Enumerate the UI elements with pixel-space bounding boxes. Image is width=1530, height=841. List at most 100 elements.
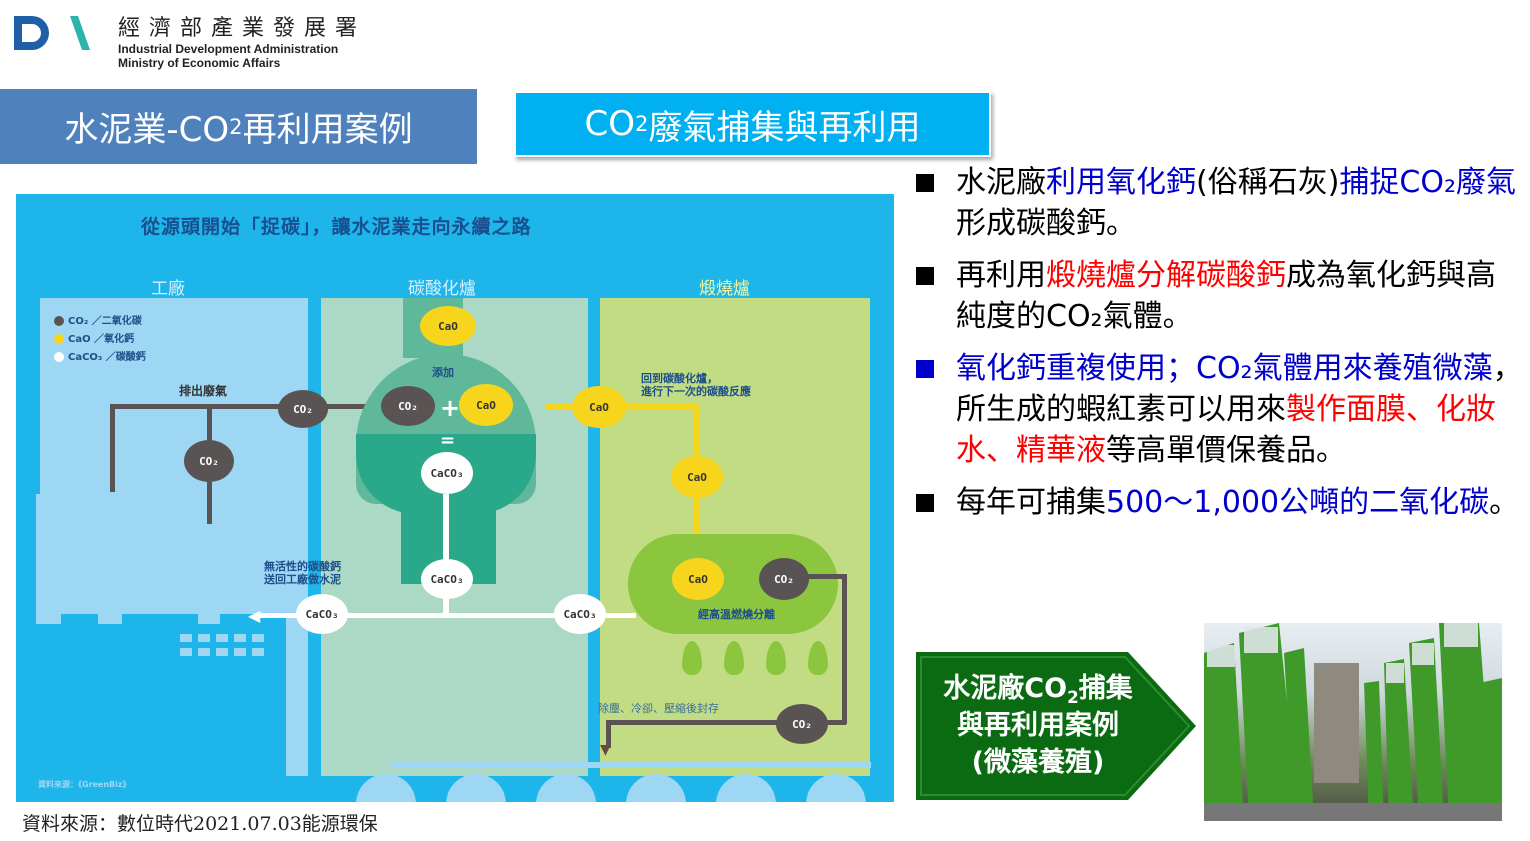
legend-dot-icon (54, 352, 64, 362)
node-caco3-reactor: CaCO₃ (421, 452, 473, 494)
bullet-square-icon (916, 494, 934, 512)
slide-title-post: 廢氣捕集與再利用 (648, 107, 921, 148)
legend-dot-icon (54, 316, 64, 326)
tank-manifold (391, 762, 871, 768)
tank-icon (626, 774, 686, 802)
co2-out-line (806, 574, 846, 579)
node-co2-calciner: CO₂ (759, 558, 809, 600)
caco3-line (256, 613, 636, 618)
bullet-text: (俗稱石灰) (1196, 165, 1340, 200)
tank-icon (356, 774, 416, 802)
bullet-item: 氧化鈣重複使用；CO₂氣體用來養殖微藻，所生成的蝦紅素可以用來製作面膜、化妝水、… (914, 348, 1524, 471)
legend-item-cao: CaO ／氧化鈣 (54, 330, 146, 348)
factory-wall (36, 494, 61, 624)
org-name-en-2: Ministry of Economic Affairs (118, 56, 281, 70)
legend-item-co2: CO₂ ／二氧化碳 (54, 312, 146, 330)
section-title-post: 再利用案例 (242, 110, 413, 150)
return-label: 回到碳酸化爐，進行下一次的碳酸反應 (641, 372, 751, 398)
process-diagram: 從源頭開始「捉碳」，讓水泥業走向永續之路 工廠 碳酸化爐 煅燒爐 CO₂ ／二氧… (16, 194, 894, 802)
legend-dot-icon (54, 334, 64, 344)
bullet-item: 水泥廠利用氧化鈣(俗稱石灰)捕捉CO₂廢氣形成碳酸鈣。 (914, 162, 1524, 244)
bullet-square-icon (916, 360, 934, 378)
node-co2-reactor: CO₂ (381, 386, 435, 426)
bullet-text: 每年可捕集 (956, 485, 1106, 520)
bullet-text: ，所生成的蝦紅素可以用來 (956, 351, 1523, 427)
logo (10, 12, 90, 54)
node-cao-return: CaO (572, 386, 626, 428)
factory-building (16, 614, 286, 802)
node-co2-storage: CO₂ (776, 704, 828, 744)
co2-storage-drop (606, 720, 611, 748)
section-title-pre: 水泥業-CO (64, 110, 230, 150)
equals-icon: = (440, 430, 456, 451)
flame-icon (682, 641, 702, 675)
diagram-title: 從源頭開始「捉碳」，讓水泥業走向永續之路 (141, 216, 532, 238)
callout-line-1-post: 捕集 (1078, 673, 1133, 704)
bullet-text-highlight: 煅燒爐分解碳酸鈣 (1046, 258, 1286, 293)
photobioreactor-image-icon (1204, 623, 1502, 821)
arrow-left-icon: ◀ (248, 606, 261, 625)
node-caco3-outlet: CaCO₃ (421, 559, 473, 599)
exhaust-label: 排出廢氣 (179, 384, 228, 398)
add-label: 添加 (432, 366, 454, 379)
node-cao-calciner: CaO (672, 558, 724, 600)
return-label-2: 進行下一次的碳酸反應 (641, 385, 751, 398)
chimney-right-upper (198, 519, 220, 624)
tank-icon (806, 774, 866, 802)
bullet-text: 。 (1489, 485, 1520, 520)
bullet-text-highlight: 500～1,000公噸的二氧化碳 (1106, 485, 1490, 520)
callout-arrow-shape (916, 652, 1196, 800)
node-cao-mid: CaO (671, 456, 723, 498)
column-head-calciner: 煅燒爐 (699, 279, 750, 299)
storage-tanks (356, 774, 866, 802)
tank-icon (446, 774, 506, 802)
bullet-text-highlight: 氧化鈣重複使用；CO₂氣體用來養殖微藻 (956, 351, 1493, 386)
org-name-cn: 經濟部產業發展署 (118, 16, 367, 41)
bullet-list: 水泥廠利用氧化鈣(俗稱石灰)捕捉CO₂廢氣形成碳酸鈣。 再利用煅燒爐分解碳酸鈣成… (914, 162, 1524, 534)
callout-line-3: (微藻養殖) (971, 747, 1105, 778)
exhaust-line (110, 404, 282, 409)
callout-line-2: 與再利用案例 (957, 710, 1119, 741)
bullet-text: 等高單價保養品。 (1106, 433, 1346, 468)
callout-line-1: 水泥廠CO2捕集 (922, 670, 1154, 707)
legend-item-caco3: CaCO₃ ／碳酸鈣 (54, 348, 146, 366)
exhaust-line-down (110, 404, 115, 492)
node-cao-reactor: CaO (459, 384, 513, 426)
bullet-text: 成為氧化鈣與高純度的CO₂氣體。 (956, 258, 1496, 334)
plus-icon: + (440, 394, 461, 422)
bullet-text-highlight: 捕捉CO₂廢氣 (1339, 165, 1517, 200)
flame-icon (766, 641, 786, 675)
storage-label: 除塵、冷卻、壓縮後封存 (598, 702, 719, 715)
bullet-item: 每年可捕集500～1,000公噸的二氧化碳。 (914, 482, 1524, 523)
tank-icon (716, 774, 776, 802)
org-name-en-1: Industrial Development Administration (118, 42, 339, 56)
inactive-label-1: 無活性的碳酸鈣 (264, 560, 341, 573)
bullet-text: 再利用 (956, 258, 1046, 293)
node-co2-stack: CO₂ (184, 440, 234, 482)
callout-line-1-pre: 水泥廠CO (943, 673, 1068, 704)
bullet-square-icon (916, 174, 934, 192)
bullet-item: 再利用煅燒爐分解碳酸鈣成為氧化鈣與高純度的CO₂氣體。 (914, 255, 1524, 337)
bullet-text-highlight: 利用氧化鈣 (1046, 165, 1196, 200)
bullet-text: 水泥廠 (956, 165, 1046, 200)
factory-windows (32, 634, 288, 684)
caco3-down-line (443, 494, 449, 614)
bullet-square-icon (916, 267, 934, 285)
arrow-down-icon: ▼ (600, 742, 611, 758)
co2-storage-line (606, 720, 846, 725)
ida-logo-icon (14, 16, 90, 50)
bullet-text-highlight: 製作面膜、化妝水、精華液 (956, 392, 1496, 468)
slide-title-pre: CO (584, 104, 636, 144)
legend: CO₂ ／二氧化碳 CaO ／氧化鈣 CaCO₃ ／碳酸鈣 (54, 312, 146, 366)
chimney-left-upper (98, 494, 122, 624)
callout-line-1-sub: 2 (1067, 686, 1079, 707)
microalgae-photo (1204, 623, 1502, 821)
co2-down-line (842, 574, 847, 724)
column-head-carbonator: 碳酸化爐 (408, 279, 476, 299)
flame-icon (808, 641, 828, 675)
tank-icon (536, 774, 596, 802)
diagram-credit: 資料來源：《GreenBiz》 (38, 780, 131, 789)
return-label-1: 回到碳酸化爐， (641, 372, 718, 385)
